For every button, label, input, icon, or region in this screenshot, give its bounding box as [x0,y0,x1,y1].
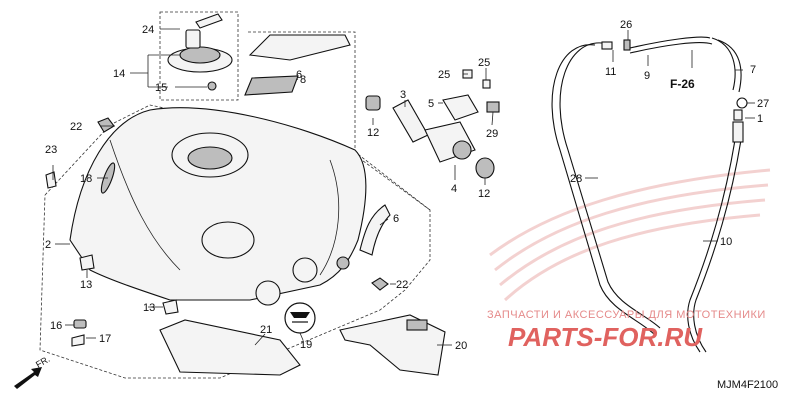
callout-8: 8 [300,74,306,86]
callout-1: 1 [757,113,763,125]
fuel-cap-assembly [167,13,233,91]
callout-22-right: 22 [396,279,408,291]
callout-9: 9 [644,70,650,82]
callout-23: 23 [45,144,57,156]
callout-12-right: 12 [478,188,490,200]
callout-3: 3 [400,89,406,101]
top-cover-parts [244,34,351,96]
callout-21: 21 [260,324,272,336]
callout-14: 14 [113,68,125,80]
callout-13-left: 13 [80,279,92,291]
callout-6-top: 6 [296,69,302,81]
honda-emblem [284,302,316,334]
callout-2: 2 [45,239,51,251]
callout-26: 26 [620,19,632,31]
diagram-code: MJM4F2100 [717,379,778,391]
bracket-hardware [365,69,500,179]
site-watermark: ЗАПЧАСТИ И АКСЕССУАРЫ ДЛЯ МОТОТЕХНИКИ PA… [487,309,766,352]
callout-29: 29 [486,128,498,140]
callout-7: 7 [750,64,756,76]
direction-label: FR. [34,354,52,370]
callout-22-top: 22 [70,121,82,133]
section-ref-f26: F-26 [670,77,695,91]
group-outlines [39,11,431,379]
callout-6-side: 6 [393,213,399,225]
small-parts [45,117,389,347]
callout-20: 20 [455,340,467,352]
callout-12-left: 12 [367,127,379,139]
lower-tray [159,319,301,376]
callout-19: 19 [300,339,312,351]
callout-24: 24 [142,24,154,36]
callout-17: 17 [99,333,111,345]
callout-27: 27 [757,98,769,110]
leader-lines [52,28,755,346]
callout-13-bottom: 13 [143,302,155,314]
callout-4: 4 [451,183,457,195]
watermark-tagline: ЗАПЧАСТИ И АКСЕССУАРЫ ДЛЯ МОТОТЕХНИКИ [487,309,766,321]
callout-25-right: 25 [478,57,490,69]
callout-16: 16 [50,320,62,332]
callout-10: 10 [720,236,732,248]
callout-25-left: 25 [438,69,450,81]
callouts: 24 14 15 6 8 22 23 18 2 13 16 17 13 21 1… [45,19,769,352]
direction-indicator: FR. [14,354,52,389]
wing-logo-watermark [489,168,771,302]
hoses [551,36,748,353]
rubber-mat [339,314,446,376]
watermark-brand: PARTS-FOR.RU [508,322,703,352]
callout-11: 11 [605,66,616,78]
callout-15: 15 [155,82,167,94]
callout-5: 5 [428,98,434,110]
side-cover [359,204,391,256]
callout-28: 28 [570,173,582,185]
callout-18: 18 [80,173,92,185]
fuel-tank-body [69,107,367,306]
